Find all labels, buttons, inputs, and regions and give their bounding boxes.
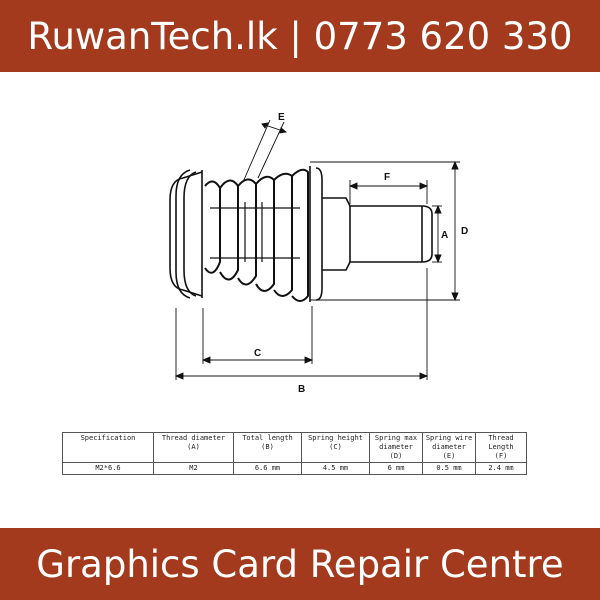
screw-head bbox=[169, 169, 203, 299]
header-banner: RuwanTech.lk | 0773 620 330 bbox=[0, 0, 600, 72]
spring-coils bbox=[204, 168, 309, 302]
cell-spring-wire-diameter: 0.5 mm bbox=[422, 462, 476, 475]
label-b: B bbox=[298, 384, 305, 395]
table-row: M2*6.6 M2 6.6 mm 4.5 mm 6 mm 0.5 mm 2.4 … bbox=[62, 462, 527, 475]
header-spring-height: Spring height(C) bbox=[301, 432, 370, 463]
footer-banner: Graphics Card Repair Centre bbox=[0, 528, 600, 600]
header-thread-diameter: Thread diameter(A) bbox=[153, 432, 234, 463]
label-c: C bbox=[254, 348, 261, 359]
header-total-length: Total length(B) bbox=[233, 432, 302, 463]
cell-total-length: 6.6 mm bbox=[233, 462, 302, 475]
spec-table-header-row: Specification Thread diameter(A) Total l… bbox=[62, 432, 527, 463]
flange bbox=[309, 166, 323, 302]
cell-spring-height: 4.5 mm bbox=[301, 462, 370, 475]
label-f: F bbox=[384, 172, 390, 183]
screw-technical-drawing: E F A D C B bbox=[169, 112, 468, 395]
spec-table: Specification Thread diameter(A) Total l… bbox=[62, 432, 527, 475]
thread-section bbox=[322, 197, 433, 271]
header-specification: Specification bbox=[62, 432, 154, 463]
label-e: E bbox=[278, 112, 285, 123]
label-a: A bbox=[441, 230, 448, 241]
inner-shaft bbox=[210, 202, 300, 262]
cell-thread-diameter: M2 bbox=[153, 462, 234, 475]
footer-title: Graphics Card Repair Centre bbox=[36, 542, 564, 586]
cell-specification: M2*6.6 bbox=[62, 462, 154, 475]
cell-thread-length: 2.4 mm bbox=[475, 462, 527, 475]
cell-spring-max-diameter: 6 mm bbox=[369, 462, 423, 475]
header-title: RuwanTech.lk | 0773 620 330 bbox=[27, 14, 573, 58]
label-d: D bbox=[461, 226, 468, 237]
